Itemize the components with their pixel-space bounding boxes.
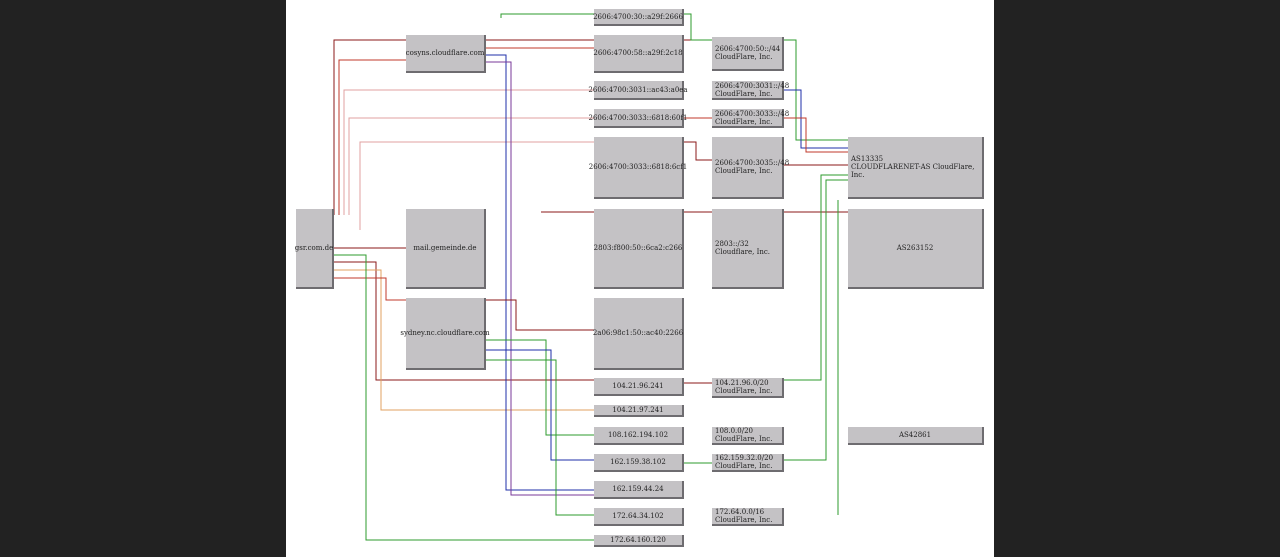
as-number: AS42861 [898, 431, 932, 439]
edges-layer [333, 13, 848, 541]
ip-node[interactable]: 2803:f800:50::6ca2:c266 [594, 209, 684, 289]
as-node-263152[interactable]: AS263152 [848, 209, 984, 289]
mail-host[interactable]: mail.gemeinde.de [406, 209, 486, 289]
as-number: AS263152 [896, 244, 934, 252]
as-name: CLOUDFLARENET-AS CloudFlare, Inc. [851, 163, 975, 179]
ip-node[interactable]: 2606:4700:3033::6818:6cf1 [589, 137, 687, 199]
ip-label: 162.159.38.102 [610, 458, 666, 466]
cloudflare-host-2[interactable]: sydney.nc.cloudflare.com [400, 298, 490, 370]
prefix-org: CloudFlare, Inc. [715, 516, 773, 524]
prefix-cidr: 2606:4700:3033::/48 [715, 109, 790, 118]
ip-label: 2606:4700:3033::6818:6cf1 [588, 163, 688, 171]
ip-label: 104.21.97.241 [612, 406, 664, 414]
ip-label: 2606:4700:58::a29f:2c18 [593, 49, 683, 57]
prefix-cidr: 108.0.0/20 [715, 427, 753, 435]
cloudflare-host-1[interactable]: cosyns.cloudflare.com [406, 35, 486, 73]
ip-label: 162.159.44.24 [612, 485, 664, 493]
ip-label: 2606:4700:3033::6818:60f1 [588, 113, 688, 122]
ip-label: 172.64.160.120 [610, 536, 666, 544]
prefix-cidr: 2606:4700:50::/44 [715, 45, 781, 53]
prefix-cidr: 104.21.96.0/20 [715, 379, 769, 387]
prefix-org: CloudFlare, Inc. [715, 167, 773, 175]
graph-canvas: gsr.com.de cosyns.cloudflare.com mail.ge… [286, 0, 994, 557]
host-label: gsr.com.de [294, 244, 334, 252]
prefix-org: CloudFlare, Inc. [715, 53, 773, 61]
ip-node[interactable]: 104.21.96.241 [594, 378, 684, 396]
source-host[interactable]: gsr.com.de [294, 209, 334, 289]
prefix-org: CloudFlare, Inc. [715, 387, 773, 395]
ip-label: 2606:4700:3031::ac43:a0ea [588, 85, 688, 94]
prefix-cidr: 2803::/32 [715, 240, 749, 248]
ip-label: 2606:4700:30::a29f:2666 [593, 12, 683, 21]
host-label: sydney.nc.cloudflare.com [400, 329, 490, 337]
ip-label: 2a06:98c1:50::ac40:2266 [592, 329, 684, 337]
prefix-org: Cloudflare, Inc. [715, 248, 770, 256]
ip-label: 108.162.194.102 [607, 431, 669, 439]
ip-node[interactable]: 108.162.194.102 [594, 427, 684, 445]
prefix-org: CloudFlare, Inc. [715, 462, 773, 470]
ip-label: 172.64.34.102 [612, 512, 664, 520]
prefix-cidr: 2606:4700:3031::/48 [715, 81, 790, 90]
prefix-cidr: 162.159.32.0/20 [715, 454, 774, 462]
ip-label: 2803:f800:50::6ca2:c266 [593, 244, 683, 252]
ip-node[interactable]: 172.64.34.102 [594, 508, 684, 526]
ip-node[interactable]: 172.64.160.120 [594, 535, 684, 547]
ip-node[interactable]: 2606:4700:3033::6818:60f1 [589, 109, 688, 128]
ip-label: 104.21.96.241 [612, 382, 664, 390]
prefix-cidr: 172.64.0.0/16 [715, 508, 765, 516]
ip-node[interactable]: 162.159.38.102 [594, 454, 684, 472]
prefix-org: CloudFlare, Inc. [715, 117, 773, 126]
prefix-org: CloudFlare, Inc. [715, 89, 773, 98]
as-node-42861[interactable]: AS42861 [848, 427, 984, 445]
ip-node[interactable]: 2606:4700:30::a29f:2666 [593, 9, 684, 26]
ip-node[interactable]: 2a06:98c1:50::ac40:2266 [592, 298, 684, 370]
ip-node[interactable]: 162.159.44.24 [594, 481, 684, 499]
host-label: mail.gemeinde.de [413, 244, 477, 252]
ip-node[interactable]: 2606:4700:58::a29f:2c18 [593, 35, 684, 73]
prefix-org: CloudFlare, Inc. [715, 435, 773, 443]
as-number: AS13335 [851, 155, 884, 163]
ip-node[interactable]: 104.21.97.241 [594, 405, 684, 417]
prefix-cidr: 2606:4700:3035::/48 [715, 159, 790, 167]
ip-node[interactable]: 2606:4700:3031::ac43:a0ea [588, 81, 688, 100]
host-label: cosyns.cloudflare.com [405, 49, 485, 57]
